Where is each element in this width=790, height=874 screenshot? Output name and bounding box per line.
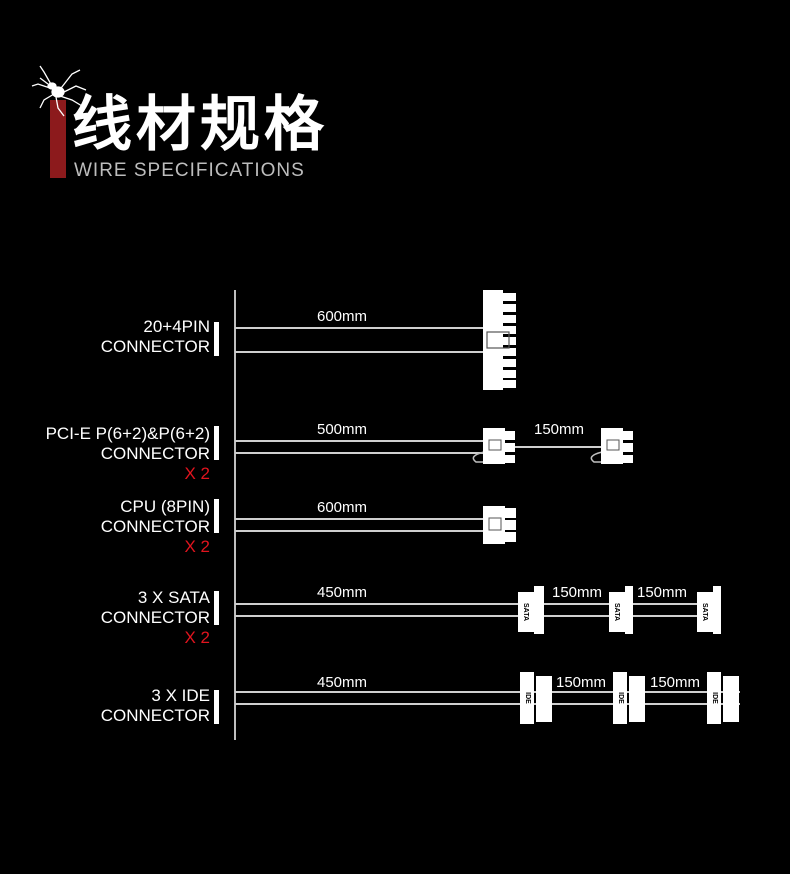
connector-type: CONNECTOR (100, 337, 210, 356)
label-markers (214, 322, 219, 724)
connector-name: 20+4PIN (143, 317, 210, 336)
connector-type: CONNECTOR (100, 517, 210, 536)
sata-plug-label: SATA (522, 603, 529, 621)
pcie-cable (235, 428, 633, 464)
connector-quantity: X 2 (184, 537, 210, 556)
connector-type: CONNECTOR (100, 706, 210, 725)
sata-plug-label: SATA (701, 603, 708, 621)
connector-quantity: X 2 (184, 628, 210, 647)
connector-name: 3 X IDE (151, 686, 210, 705)
cable-length: 150mm (552, 584, 603, 601)
connector-label-cpu: CPU (8PIN) CONNECTOR X 2 (101, 497, 210, 557)
ide-plug-label: IDE (617, 692, 624, 704)
sata-plug-1 (518, 592, 534, 632)
connector-type: CONNECTOR (100, 444, 210, 463)
connector-type: CONNECTOR (100, 608, 210, 627)
cpu-cable (235, 506, 516, 544)
cable-length: 500mm (317, 421, 368, 438)
atx-24pin-plug (483, 290, 503, 390)
connector-name: PCI-E P(6+2)&P(6+2) (45, 424, 210, 443)
ide-plug-label: IDE (524, 692, 531, 704)
pcie-plug-1 (483, 428, 505, 464)
cable-length: 150mm (637, 584, 688, 601)
ide-plug-1 (520, 672, 534, 724)
sata-plug-2 (609, 592, 625, 632)
connector-label-pcie: PCI-E P(6+2)&P(6+2) CONNECTOR X 2 (46, 424, 210, 484)
connector-label-ide: 3 X IDE CONNECTOR (101, 686, 210, 726)
sata-plug-3 (697, 592, 713, 632)
ide-cable: IDE IDE IDE (235, 672, 740, 724)
connector-label-sata: 3 X SATA CONNECTOR X 2 (101, 588, 210, 648)
page-subtitle: WIRE SPECIFICATIONS (74, 160, 305, 181)
ide-plug-2 (613, 672, 627, 724)
atx-cable (235, 290, 516, 390)
ide-plug-3 (707, 672, 721, 724)
ide-plug-label: IDE (711, 692, 718, 704)
connector-quantity: X 2 (184, 464, 210, 483)
cable-length: 450mm (317, 674, 368, 691)
cable-length: 150mm (650, 674, 701, 691)
cpu-plug (483, 506, 505, 544)
connector-name: 3 X SATA (137, 588, 210, 607)
connector-label-atx: 20+4PIN CONNECTOR (101, 317, 210, 357)
cable-length: 600mm (317, 499, 368, 516)
connector-name: CPU (8PIN) (120, 497, 210, 516)
cable-length: 150mm (556, 674, 607, 691)
sata-plug-label: SATA (613, 603, 620, 621)
pcie-plug-2 (601, 428, 623, 464)
cable-length: 450mm (317, 584, 368, 601)
page-title: 线材规格 (72, 90, 328, 160)
cable-length: 150mm (534, 421, 585, 438)
sata-cable: SATA SATA SATA (235, 586, 721, 634)
cable-length: 600mm (317, 308, 368, 325)
header-accent-bar (50, 100, 66, 178)
